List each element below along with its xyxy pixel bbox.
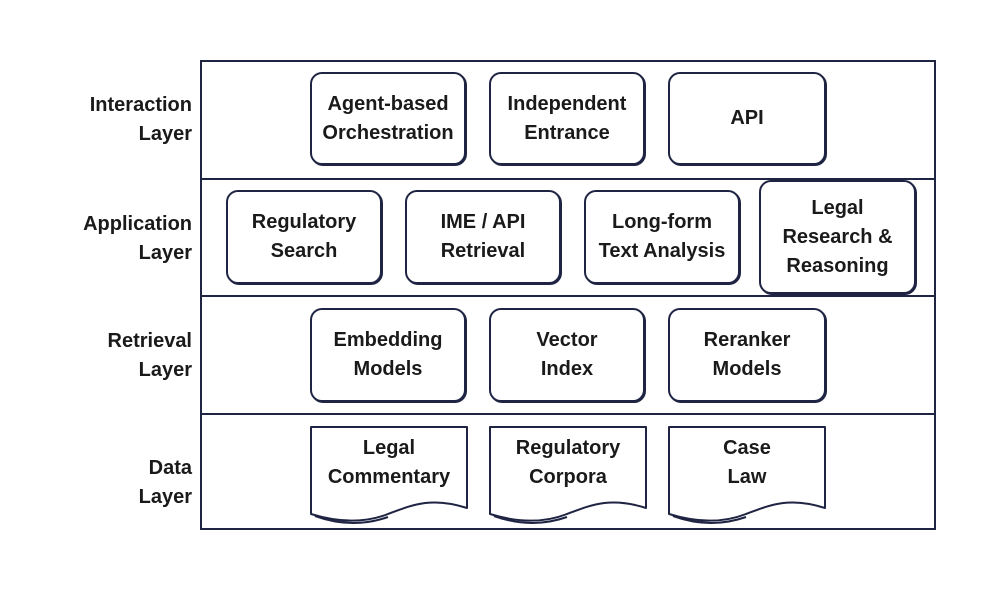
application-layer-label: Application Layer	[83, 213, 192, 264]
box-text-line: IME / API	[440, 211, 526, 233]
layer-divider	[200, 413, 936, 415]
layer-divider	[200, 178, 936, 180]
box-text-line: Index	[540, 358, 594, 380]
box-text-line: Retrieval	[440, 240, 526, 262]
ime-api-retrieval-box: IME / API Retrieval	[405, 190, 561, 284]
retrieval-layer-label: Retrieval Layer	[107, 330, 193, 381]
box-label: IME / API Retrieval	[441, 208, 526, 266]
api-box: API	[668, 72, 826, 165]
box-text-line: Models	[353, 358, 423, 380]
box-text-line: Models	[712, 358, 782, 380]
box-text-line: Regulatory	[251, 211, 357, 233]
box-text-line: Orchestration	[322, 121, 454, 144]
layer-divider	[200, 295, 936, 297]
box-text-line: Search	[270, 240, 338, 262]
box-text-line: Text Analysis	[598, 240, 726, 262]
box-text-line: Vector	[536, 329, 598, 351]
box-text-line: Legal	[811, 196, 864, 219]
box-text-line: Reasoning	[786, 254, 889, 277]
box-text-line: Law	[727, 466, 767, 488]
box-text-line: Entrance	[524, 121, 610, 144]
box-text-line: Legal	[362, 437, 416, 459]
box-text-line: API	[730, 107, 764, 129]
document-shape-icon	[310, 426, 468, 524]
box-text-line: Embedding	[333, 329, 443, 351]
box-text-line: Reranker	[703, 329, 791, 351]
interaction-layer-label: Interaction Layer	[89, 94, 192, 145]
data-layer-label: Data Layer	[138, 457, 192, 508]
document-shape-icon	[668, 426, 826, 524]
box-label: API	[730, 104, 763, 133]
box-text-line: Corpora	[529, 466, 607, 488]
box-text-line: Independent	[507, 92, 627, 115]
box-text-line: Long-form	[612, 211, 712, 233]
box-text-line: Regulatory	[515, 437, 621, 459]
document-shape-icon	[489, 426, 647, 524]
box-text-line: Commentary	[327, 466, 451, 488]
box-text-line: Research &	[782, 225, 893, 248]
box-text-line: Agent-based	[327, 92, 449, 115]
box-text-line: Case	[723, 437, 771, 459]
